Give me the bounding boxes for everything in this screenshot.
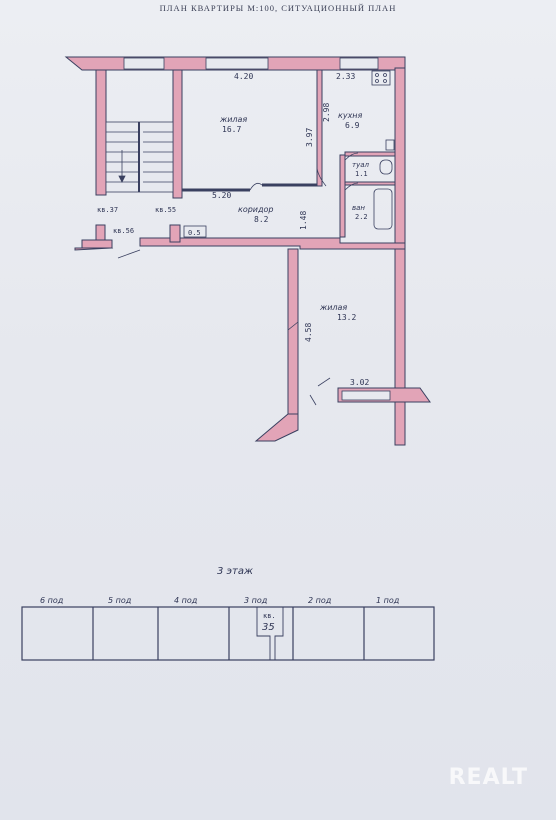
- neighbor-55: кв.55: [155, 206, 176, 214]
- bath-name: ван: [352, 204, 365, 212]
- entrance-1: 1 под: [376, 596, 400, 605]
- wall-living2-foot: [254, 413, 299, 442]
- neighbor-labels: кв.37 кв.55 кв.56: [97, 206, 176, 235]
- neighbor-37: кв.37: [97, 206, 118, 214]
- dim-bottom-living: 5.20: [212, 191, 231, 200]
- wall-stair-living: [172, 69, 183, 199]
- sink-icon: [385, 139, 395, 151]
- dimensions: 4.20 2.33 3.97 2.98 5.20 1.48 4.58 3.02 …: [188, 72, 369, 387]
- wall-right: [394, 67, 406, 446]
- wall-kitchen-living: [316, 69, 323, 187]
- toilet-icon: [379, 159, 393, 175]
- dim-living2-side: 4.58: [304, 323, 313, 342]
- living1-area: 16.7: [222, 125, 241, 134]
- wall-left: [95, 69, 107, 196]
- wall-bath-top: [344, 151, 396, 157]
- wall-bath-left: [339, 154, 346, 238]
- watermark-logo: REALT: [448, 765, 528, 790]
- entrance-5: 5 под: [108, 596, 132, 605]
- dim-corridor-side: 1.48: [299, 211, 308, 230]
- toilet-area: 1.1: [355, 170, 368, 178]
- wall-corridor-bottom: [139, 237, 406, 250]
- dim-living2-bottom: 3.02: [350, 378, 369, 387]
- toilet-name: туал: [352, 161, 370, 169]
- dim-top-living: 4.20: [234, 72, 253, 81]
- situational-plan: 3 этаж 6 под 5 под 4 под 3 под 2 под 1 п…: [21, 566, 435, 661]
- corridor-area: 8.2: [254, 215, 269, 224]
- entrance-6: 6 под: [40, 596, 64, 605]
- dim-living1-right: 3.97: [305, 128, 314, 147]
- wall-bottom-left-seg: [81, 239, 113, 249]
- apartment-35-outline: [256, 607, 284, 661]
- living1-name: жилая: [219, 115, 247, 124]
- fixtures: [183, 70, 395, 406]
- kitchen-area: 6.9: [345, 121, 360, 130]
- wall-living2-left: [287, 248, 299, 415]
- stairwell: [105, 121, 174, 193]
- entrance-2: 2 под: [308, 596, 332, 605]
- room-labels: жилая 16.7 кухня 6.9 коридор 8.2 туал 1.…: [219, 111, 370, 322]
- dim-kitchen-left: 2.98: [322, 103, 331, 122]
- entrance-3: 3 под: [244, 596, 268, 605]
- floor-label: 3 этаж: [217, 566, 253, 577]
- stove-icon: [371, 70, 391, 86]
- bath-area: 2.2: [355, 213, 368, 221]
- apartment-prefix: кв.: [263, 612, 276, 620]
- kitchen-name: кухня: [338, 111, 363, 120]
- walls: [64, 56, 431, 446]
- doors: [117, 152, 359, 387]
- wall-bath-mid: [344, 181, 396, 186]
- page-title: ПЛАН КВАРТИРЫ М:100, СИТУАЦИОННЫЙ ПЛАН: [159, 3, 397, 13]
- niche-box: [183, 225, 207, 238]
- living2-name: жилая: [319, 303, 347, 312]
- corridor-name: коридор: [238, 205, 274, 214]
- wall-stub-mid: [169, 224, 181, 243]
- neighbor-56: кв.56: [113, 227, 134, 235]
- windows: [123, 57, 391, 401]
- living2-area: 13.2: [337, 313, 356, 322]
- dim-niche: 0.5: [188, 229, 201, 237]
- entrance-4: 4 под: [174, 596, 198, 605]
- apartment-number: 35: [262, 622, 275, 633]
- bathtub-icon: [373, 188, 393, 230]
- dim-top-kitchen: 2.33: [336, 72, 355, 81]
